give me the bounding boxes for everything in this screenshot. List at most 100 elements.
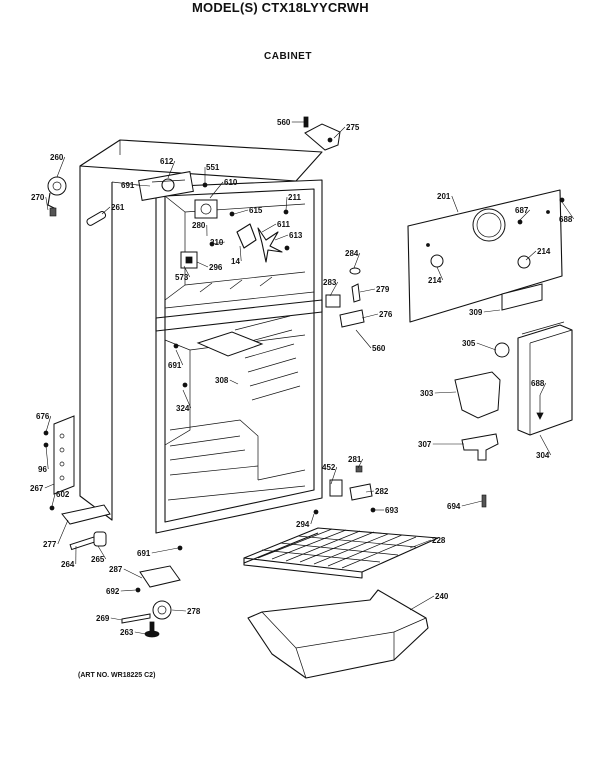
callout-label-281: 281 <box>348 455 362 464</box>
callout-label-611: 611 <box>277 220 290 229</box>
callout-14: 14 <box>231 245 242 266</box>
callout-leader-615 <box>233 209 249 215</box>
callout-270: 270 <box>31 193 49 211</box>
callout-687: 687 <box>515 206 531 221</box>
callout-210: 210 <box>210 238 225 247</box>
callout-leader-308 <box>229 379 239 385</box>
callout-label-269: 269 <box>96 614 110 623</box>
callout-305: 305 <box>462 339 497 351</box>
callout-214: 214 <box>428 266 444 285</box>
callout-leader-260 <box>56 156 66 178</box>
knob-part <box>494 342 510 358</box>
callout-307: 307 <box>418 440 464 449</box>
callout-201: 201 <box>437 192 459 213</box>
damper-housing-part <box>454 371 501 419</box>
callout-304: 304 <box>536 434 552 460</box>
callout-612: 612 <box>160 157 176 179</box>
callout-label-551: 551 <box>206 163 220 172</box>
callout-leader-452 <box>330 466 338 485</box>
callout-278: 278 <box>171 607 201 616</box>
callout-leader-294 <box>310 513 315 525</box>
callout-leader-261 <box>101 206 111 215</box>
callout-leader-283 <box>329 281 339 297</box>
callout-leader-305 <box>476 342 497 351</box>
callout-leader-676 <box>45 415 52 433</box>
callout-label-284: 284 <box>345 249 359 258</box>
callout-label-294: 294 <box>296 520 310 529</box>
bracket-282-part <box>349 483 373 501</box>
callout-leader-211 <box>285 196 288 211</box>
callout-615: 615 <box>233 206 263 215</box>
callout-leader-277 <box>57 519 69 545</box>
callout-label-676: 676 <box>36 412 50 421</box>
callout-leader-263 <box>134 631 147 635</box>
callout-label-688: 688 <box>531 379 545 388</box>
callout-label-324: 324 <box>176 404 190 413</box>
callout-279: 279 <box>359 285 390 294</box>
callout-leader-573 <box>183 265 191 278</box>
callout-284: 284 <box>345 249 361 269</box>
callout-leader-276 <box>361 313 379 319</box>
callout-211: 211 <box>285 193 301 211</box>
callout-264: 264 <box>61 545 77 569</box>
callout-label-96: 96 <box>38 465 47 474</box>
callout-560: 560 <box>277 118 304 127</box>
callout-label-307: 307 <box>418 440 432 449</box>
callout-leader-214 <box>525 250 537 261</box>
callout-275: 275 <box>333 123 360 139</box>
callout-leader-687 <box>519 209 531 221</box>
callout-leader-602 <box>51 493 56 507</box>
callout-228: 228 <box>409 536 446 549</box>
callout-leader-691 <box>151 547 179 554</box>
callout-label-265: 265 <box>91 555 105 564</box>
callout-296: 296 <box>196 261 223 272</box>
callout-leader-275 <box>333 126 346 139</box>
wire-shelf-part <box>243 527 439 579</box>
leveling-roller-part <box>47 176 67 217</box>
callout-label-279: 279 <box>376 285 390 294</box>
callout-282: 282 <box>365 487 389 496</box>
callout-96: 96 <box>38 445 49 474</box>
callout-label-304: 304 <box>536 451 550 460</box>
callout-573: 573 <box>175 265 191 282</box>
screw-279-part <box>351 283 361 303</box>
callout-label-452: 452 <box>322 463 336 472</box>
callout-277: 277 <box>43 519 69 549</box>
callout-452: 452 <box>322 463 338 485</box>
callout-label-287: 287 <box>109 565 123 574</box>
callout-label-270: 270 <box>31 193 45 202</box>
callout-label-573: 573 <box>175 273 189 282</box>
callout-label-612: 612 <box>160 157 174 166</box>
bottom-hinge-part <box>61 504 111 525</box>
callout-leader-613 <box>274 234 289 241</box>
callout-280: 280 <box>192 221 208 237</box>
callout-label-14: 14 <box>231 257 240 266</box>
callout-label-602: 602 <box>56 490 70 499</box>
callout-leader-692 <box>120 589 137 592</box>
callout-leader-278 <box>171 609 187 612</box>
callout-265: 265 <box>91 545 107 564</box>
callout-leader-214 <box>436 266 444 281</box>
callout-label-277: 277 <box>43 540 57 549</box>
callout-694: 694 <box>447 500 483 511</box>
callout-leader-309 <box>483 309 501 313</box>
callout-691: 691 <box>137 547 179 558</box>
callout-label-228: 228 <box>432 536 446 545</box>
callout-leader-269 <box>110 617 123 621</box>
callout-leader-304 <box>539 434 552 456</box>
callout-leader-560 <box>355 329 372 349</box>
callout-leader-296 <box>196 261 209 268</box>
callout-leader-688 <box>539 382 547 396</box>
callout-label-610: 610 <box>224 178 238 187</box>
callout-leader-688 <box>561 201 575 220</box>
callout-693: 693 <box>374 506 399 515</box>
crisper-cover-part <box>196 331 264 357</box>
callout-leader-240 <box>409 595 435 611</box>
callout-267: 267 <box>30 483 55 493</box>
callout-label-303: 303 <box>420 389 434 398</box>
callout-281: 281 <box>348 455 364 469</box>
top-hinge-part <box>304 123 341 151</box>
callout-308: 308 <box>215 376 239 385</box>
callout-label-214: 214 <box>537 247 551 256</box>
